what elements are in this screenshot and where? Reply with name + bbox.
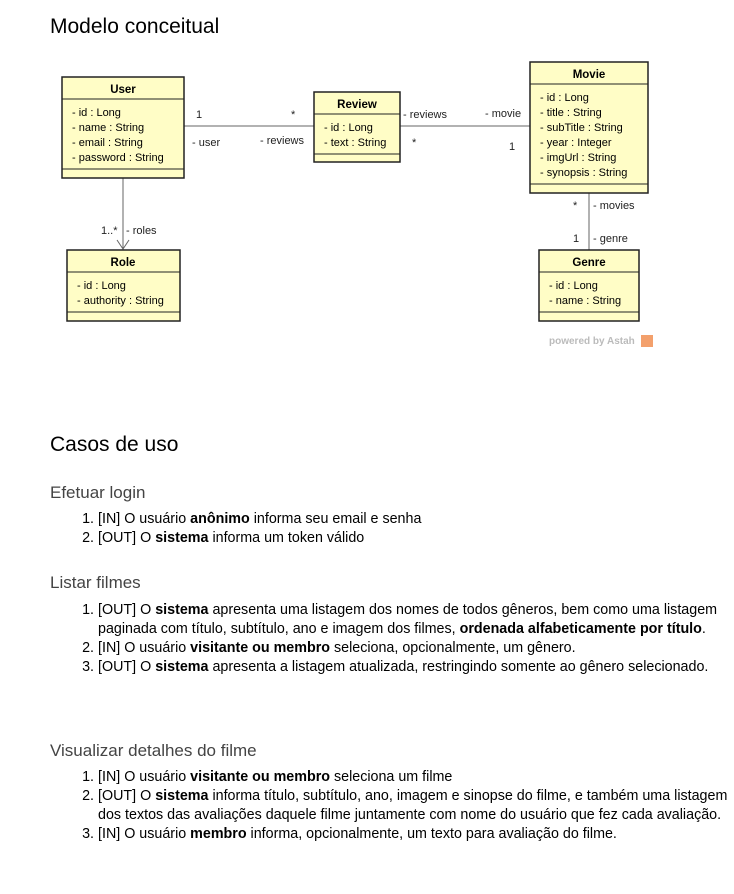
bold-text: anônimo — [190, 511, 250, 527]
class-attribute: - year : Integer — [540, 137, 612, 149]
use-case-title: Listar filmes — [50, 573, 141, 592]
step-text: [OUT] O — [98, 602, 156, 618]
use-case-title: Visualizar detalhes do filme — [50, 741, 257, 760]
step-text: apresenta uma listagem dos nomes de todo… — [98, 602, 718, 637]
use-case-steps: [OUT] O sistema apresenta uma listagem d… — [50, 601, 734, 677]
use-case-step: [IN] O usuário visitante ou membro selec… — [98, 768, 734, 787]
multiplicity-label: 1..* — [101, 225, 118, 237]
step-text: [OUT] O — [98, 530, 156, 546]
step-text: informa seu email e senha — [249, 511, 422, 527]
step-text: informa um token válido — [208, 530, 365, 546]
class-attribute: - name : String — [72, 122, 144, 134]
role-label: - movie — [485, 108, 521, 120]
astah-watermark: powered by Astah — [549, 336, 635, 347]
use-case-step: [IN] O usuário membro informa, opcionalm… — [98, 825, 734, 844]
role-label: - roles — [126, 225, 157, 237]
model-title: Modelo conceitual — [50, 15, 220, 38]
class-attribute: - title : String — [540, 107, 602, 119]
bold-text: sistema — [155, 530, 209, 546]
step-text: apresenta a listagem atualizada, restrin… — [208, 659, 709, 675]
bold-text: sistema — [155, 602, 209, 618]
use-case-step: [OUT] O sistema apresenta a listagem atu… — [98, 658, 734, 677]
class-review: Review - id : Long - text : String — [313, 91, 401, 163]
class-user: User - id : Long - name : String - email… — [61, 76, 185, 179]
role-label: - genre — [593, 233, 628, 245]
step-text: [OUT] O — [98, 788, 156, 804]
class-name: Role — [111, 257, 136, 269]
use-case-step: [IN] O usuário visitante ou membro selec… — [98, 639, 734, 658]
class-role: Role - id : Long - authority : String — [66, 249, 181, 322]
class-attribute: - synopsis : String — [540, 167, 627, 179]
step-text: informa título, subtítulo, ano, imagem e… — [98, 788, 728, 823]
class-genre: Genre - id : Long - name : String — [538, 249, 640, 322]
step-text: [IN] O usuário — [98, 640, 191, 656]
use-case-step: [OUT] O sistema informa um token válido — [98, 529, 734, 548]
multiplicity-label: * — [573, 200, 578, 212]
class-attribute: - id : Long — [77, 280, 126, 292]
class-attribute: - id : Long — [72, 107, 121, 119]
step-text: seleciona um filme — [330, 769, 453, 785]
multiplicity-label: * — [412, 137, 417, 149]
class-attribute: - authority : String — [77, 295, 164, 307]
multiplicity-label: 1 — [196, 109, 202, 121]
multiplicity-label: 1 — [573, 233, 579, 245]
class-name: Genre — [572, 257, 605, 269]
multiplicity-label: 1 — [509, 141, 515, 153]
use-case-title: Efetuar login — [50, 483, 146, 502]
role-label: - reviews — [403, 109, 448, 121]
step-text: seleciona, opcionalmente, um gênero. — [330, 640, 576, 656]
bold-text: visitante ou membro — [190, 769, 330, 785]
step-text: informa, opcionalmente, um texto para av… — [246, 826, 617, 842]
use-case-steps: [IN] O usuário visitante ou membro selec… — [50, 768, 734, 844]
class-attribute: - id : Long — [540, 92, 589, 104]
bold-text: sistema — [155, 659, 209, 675]
class-attribute: - name : String — [549, 295, 621, 307]
class-name: Review — [337, 99, 377, 111]
class-movie: Movie - id : Long - title : String - sub… — [529, 61, 649, 194]
class-attribute: - email : String — [72, 137, 143, 149]
bold-text: visitante ou membro — [190, 640, 330, 656]
class-attribute: - text : String — [324, 137, 386, 149]
class-attribute: - subTitle : String — [540, 122, 623, 134]
class-name: Movie — [573, 69, 606, 81]
arrow-head — [116, 239, 130, 250]
class-attribute: - id : Long — [549, 280, 598, 292]
step-text: [IN] O usuário — [98, 826, 191, 842]
role-label: - user — [192, 137, 220, 149]
use-case-steps: [IN] O usuário anônimo informa seu email… — [50, 510, 734, 548]
use-case-step: [OUT] O sistema apresenta uma listagem d… — [98, 601, 734, 639]
astah-logo-icon — [641, 335, 653, 347]
bold-text: membro — [190, 826, 247, 842]
class-attribute: - password : String — [72, 152, 164, 164]
class-name: User — [110, 84, 136, 96]
class-attribute: - imgUrl : String — [540, 152, 616, 164]
use-cases-title: Casos de uso — [50, 433, 179, 456]
role-label: - reviews — [260, 135, 305, 147]
use-case-step: [IN] O usuário anônimo informa seu email… — [98, 510, 734, 529]
use-case-step: [OUT] O sistema informa título, subtítul… — [98, 787, 734, 825]
bold-text: ordenada alfabeticamente por título — [459, 621, 702, 637]
step-text: . — [701, 621, 706, 637]
class-attribute: - id : Long — [324, 122, 373, 134]
step-text: [IN] O usuário — [98, 769, 191, 785]
class-diagram: User - id : Long - name : String - email… — [61, 61, 653, 347]
bold-text: sistema — [155, 788, 209, 804]
multiplicity-label: * — [291, 109, 296, 121]
step-text: [OUT] O — [98, 659, 156, 675]
role-label: - movies — [593, 200, 635, 212]
step-text: [IN] O usuário — [98, 511, 191, 527]
